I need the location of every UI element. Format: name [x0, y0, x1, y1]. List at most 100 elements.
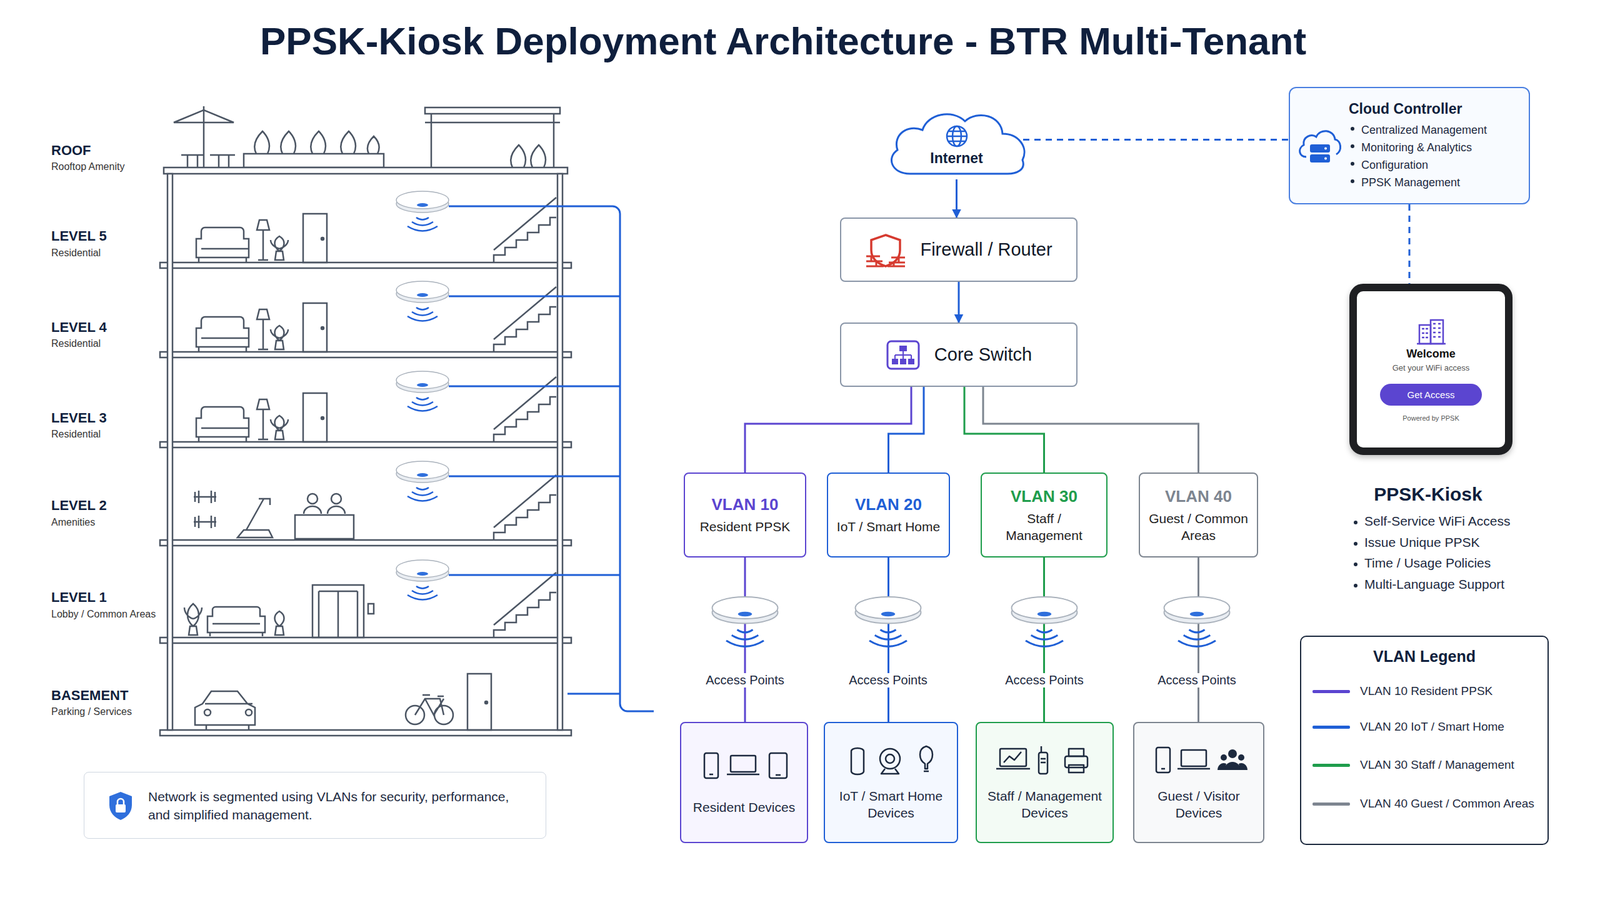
floor-use: Amenities — [51, 516, 95, 529]
globe-icon — [944, 123, 970, 149]
text-group: Cloud ControllerCentralized ManagementMo… — [1348, 100, 1487, 192]
cloud-controller-box: Cloud ControllerCentralized ManagementMo… — [1288, 86, 1530, 205]
node-text: PPSK Management — [1348, 173, 1487, 192]
device-group-box: IoT / Smart Home Devices — [823, 721, 959, 844]
network-link — [983, 386, 1199, 473]
node-title: VLAN 30 — [1010, 486, 1078, 507]
legend-line-sample — [1312, 690, 1350, 694]
floor-name: LEVEL 2 — [51, 497, 107, 514]
node-text: Monitoring & Analytics — [1348, 138, 1487, 157]
text-group: VLAN 10 Resident PPSK — [700, 495, 791, 535]
firewall-box: Firewall / Router — [840, 217, 1078, 282]
device-icons — [995, 743, 1095, 777]
legend-line-sample — [1312, 802, 1350, 806]
text-group: WelcomeGet your WiFi accessPowered by PP… — [1380, 345, 1483, 422]
switch-icon — [885, 339, 921, 371]
node-title: VLAN 40 — [1165, 486, 1232, 507]
legend-text: VLAN 40 Guest / Common Areas — [1360, 796, 1535, 811]
access-point-label: Access Points — [701, 673, 789, 688]
node-title: IoT / Smart Home Devices — [831, 787, 951, 822]
kiosk-heading: PPSK-Kiosk — [1373, 483, 1482, 505]
vlan-box: VLAN 10 Resident PPSK — [683, 472, 807, 558]
cloud-shape — [882, 107, 1031, 180]
text-group: Network is segmented using VLANs for sec… — [148, 787, 534, 824]
internet-cloud: Internet — [882, 107, 1031, 180]
node-title: VLAN 20 — [855, 495, 922, 515]
node-text: Resident PPSK — [700, 518, 791, 535]
text-group: VLAN 40 Guest / Common Areas — [1147, 486, 1250, 544]
text-group: Resident Devices — [693, 798, 795, 816]
legend-box — [1300, 635, 1549, 845]
text-group: Guest / Visitor Devices — [1140, 787, 1257, 822]
dashed-link — [1023, 138, 1289, 141]
kiosk-feature: Self-Service WiFi Access — [1351, 513, 1510, 529]
legend-row: VLAN 10 Resident PPSK — [1312, 684, 1493, 699]
node-title: Get Access — [1407, 389, 1455, 400]
node-title: Resident Devices — [693, 798, 795, 816]
network-link — [955, 179, 958, 218]
note-box: Network is segmented using VLANs for sec… — [83, 771, 547, 839]
node-text: Guest / Common Areas — [1147, 510, 1250, 544]
device-group-box: Resident Devices — [680, 721, 809, 844]
floor-name: LEVEL 1 — [51, 589, 107, 606]
vlan-box: VLAN 40 Guest / Common Areas — [1138, 472, 1259, 558]
access-point-label: Access Points — [1001, 673, 1088, 688]
floor-name: LEVEL 4 — [51, 319, 107, 336]
network-link — [964, 386, 1045, 473]
building-icon — [1415, 317, 1447, 345]
text-group: Get Access — [1407, 389, 1455, 400]
device-group-box: Staff / Management Devices — [975, 721, 1114, 844]
text-group: VLAN 30Staff / Management — [989, 486, 1099, 544]
dashed-link — [1408, 204, 1411, 284]
node-title: Network is segmented using VLANs for sec… — [148, 787, 534, 824]
node-title: Cloud Controller — [1348, 100, 1487, 118]
access-point-label: Access Points — [845, 673, 932, 688]
diagram-title: PPSK-Kiosk Deployment Architecture - BTR… — [260, 18, 1307, 64]
device-icons — [1148, 743, 1249, 777]
floor-use: Parking / Services — [51, 706, 132, 718]
access-point-label: Access Points — [1153, 673, 1240, 688]
text-group: VLAN 20IoT / Smart Home — [836, 495, 940, 535]
device-icons — [841, 743, 942, 777]
network-link — [1197, 557, 1200, 722]
node-title: VLAN 10 — [711, 495, 779, 515]
kiosk-tablet: WelcomeGet your WiFi accessPowered by PP… — [1349, 283, 1513, 455]
legend-row: VLAN 20 IoT / Smart Home — [1312, 720, 1505, 734]
network-link — [745, 386, 912, 473]
kiosk-feature: Multi-Language Support — [1351, 576, 1505, 592]
cloud-server-icon — [1296, 125, 1343, 166]
switch-box: Core Switch — [840, 322, 1078, 387]
floor-use: Lobby / Common Areas — [51, 608, 156, 620]
text-group: Internet — [930, 148, 983, 167]
network-link — [744, 557, 747, 722]
text-group: Staff / Management Devices — [983, 787, 1107, 822]
floor-name: BASEMENT — [51, 687, 129, 704]
text-group: IoT / Smart Home Devices — [831, 787, 951, 822]
node-title: Welcome — [1406, 347, 1456, 361]
node-title: Internet — [930, 150, 983, 167]
node-title: Staff / Management Devices — [983, 787, 1107, 822]
legend-line-sample — [1312, 763, 1350, 767]
floor-name: LEVEL 5 — [51, 228, 107, 245]
device-icons — [694, 749, 795, 782]
get-access-button: Get Access — [1380, 383, 1483, 406]
network-link — [958, 281, 960, 323]
kiosk-feature: Time / Usage Policies — [1351, 555, 1491, 571]
firewall-icon — [865, 232, 907, 268]
vlan-box: VLAN 30Staff / Management — [980, 472, 1108, 558]
node-title: Guest / Visitor Devices — [1140, 787, 1257, 822]
floor-name: ROOF — [51, 142, 92, 159]
node-title: Core Switch — [934, 344, 1032, 365]
legend-line-sample — [1312, 725, 1350, 729]
floor-use: Residential — [51, 247, 101, 259]
node-title: Firewall / Router — [920, 239, 1052, 260]
network-link — [1043, 557, 1045, 722]
node-text: Powered by PPSK — [1402, 414, 1460, 422]
node-text: Get your WiFi access — [1392, 363, 1470, 373]
legend-text: VLAN 30 Staff / Management — [1360, 758, 1515, 772]
device-group-box: Guest / Visitor Devices — [1133, 721, 1265, 844]
legend-row: VLAN 40 Guest / Common Areas — [1312, 796, 1535, 811]
floor-use: Rooftop Amenity — [51, 161, 125, 173]
legend-text: VLAN 10 Resident PPSK — [1360, 684, 1493, 699]
